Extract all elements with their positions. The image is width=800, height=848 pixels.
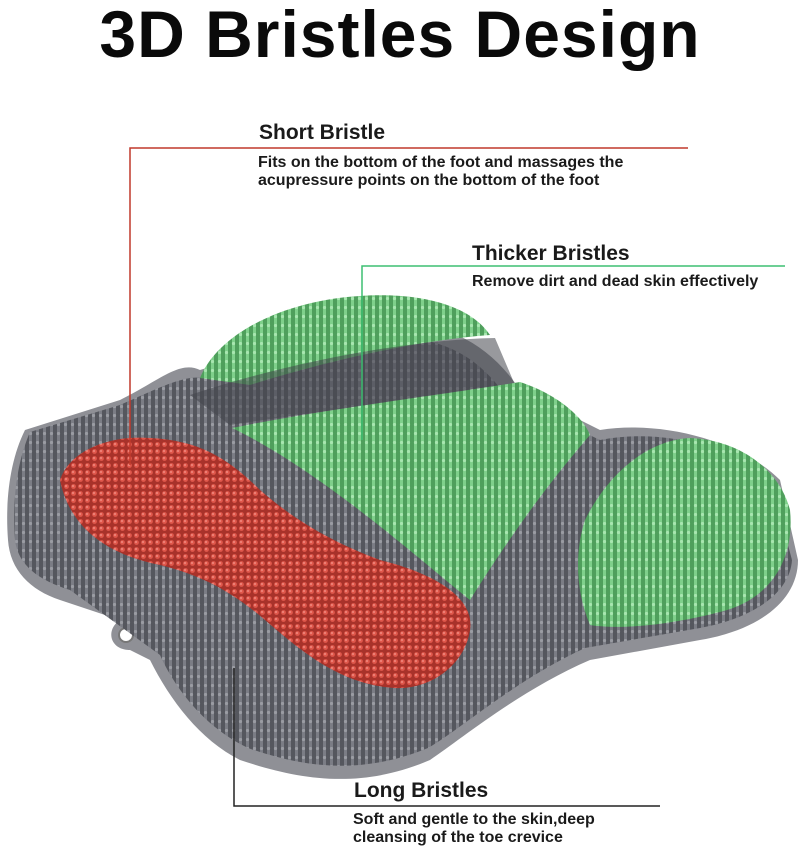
long-bristles-heading: Long Bristles: [354, 779, 489, 802]
long-bristles-description: Soft and gentle to the skin,deep cleansi…: [353, 811, 673, 847]
page-title: 3D Bristles Design: [99, 0, 701, 71]
thicker-bristles-top-region: [200, 295, 490, 385]
thicker-bristles-description: Remove dirt and dead skin effectively: [472, 273, 759, 290]
long-bristles-description-line-1: Soft and gentle to the skin,deep: [353, 811, 595, 828]
short-bristles-region: [60, 437, 471, 689]
short-bristle-heading: Short Bristle: [259, 121, 386, 144]
long-bristles-description-line-2: cleansing of the toe crevice: [353, 829, 563, 846]
short-bristle-description-line-2: acupressure points on the bottom of the …: [258, 172, 600, 189]
thicker-bristles-center-region: [232, 382, 590, 600]
thicker-bristles-heading: Thicker Bristles: [472, 242, 630, 265]
short-bristle-description: Fits on the bottom of the foot and massa…: [258, 154, 678, 190]
long-bristles-region: [14, 337, 793, 766]
short-bristle-description-line-1: Fits on the bottom of the foot and massa…: [258, 154, 624, 171]
thicker-bristles-right-region: [578, 438, 791, 627]
